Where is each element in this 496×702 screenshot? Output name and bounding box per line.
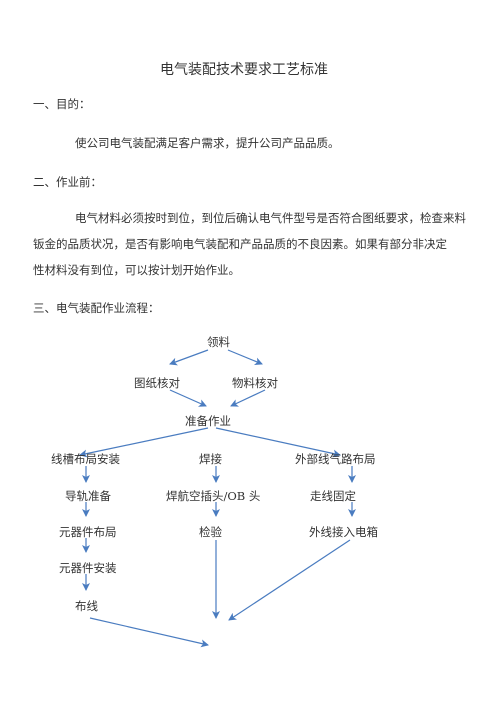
arrow-n1-n2b	[227, 349, 263, 366]
section-1-text: 使公司电气装配满足客户需求，提升公司产品品质。	[75, 136, 340, 150]
section-2-heading: 二、作业前：	[33, 175, 102, 189]
flow-c1-node-2: 导轨准备	[65, 489, 111, 503]
flow-c3-node-3: 外线接入电箱	[309, 525, 378, 539]
arrow-n2a-n3	[169, 389, 207, 407]
arrow-n2b-n3	[230, 389, 266, 407]
flow-node-prepare: 准备作业	[185, 414, 231, 428]
flow-c1-node-4: 元器件安装	[59, 561, 117, 575]
section-3-heading: 三、电气装配作业流程：	[33, 301, 160, 315]
flow-c3-node-1: 外部线气路布局	[295, 452, 376, 466]
section-1-heading: 一、目的：	[33, 97, 91, 111]
flow-c2-node-2: 焊航空插头/OB 头	[166, 489, 261, 503]
arrow-n3-c3	[215, 427, 341, 458]
flow-c2-node-3: 检验	[199, 525, 222, 539]
arrow-c1-final	[89, 617, 209, 648]
flow-c1-node-3: 元器件布局	[59, 525, 117, 539]
section-2-line-3: 性材料没有到位，可以按计划开始作业。	[33, 263, 240, 277]
section-2-line-1: 电气材料必须按时到位，到位后确认电气件型号是否符合图纸要求，检查来料	[75, 211, 466, 225]
flow-c1-node-5: 布线	[75, 599, 98, 613]
flow-node-material-check: 物料核对	[232, 376, 278, 390]
document-title: 电气装配技术要求工艺标准	[160, 62, 328, 78]
flow-c1-node-1: 线槽布局安装	[51, 452, 120, 466]
arrow-n3-c1	[79, 427, 209, 458]
flow-node-lingliao: 领料	[207, 335, 230, 349]
section-2-line-2: 钣金的品质状况，是否有影响电气装配和产品品质的不良因素。如果有部分非决定	[33, 237, 447, 251]
arrow-n1-n2a	[169, 349, 209, 366]
flow-node-drawing-check: 图纸核对	[134, 376, 180, 390]
flow-c3-node-2: 走线固定	[310, 489, 356, 503]
flow-c2-node-1: 焊接	[199, 452, 222, 466]
arrow-c3-final	[228, 539, 351, 621]
